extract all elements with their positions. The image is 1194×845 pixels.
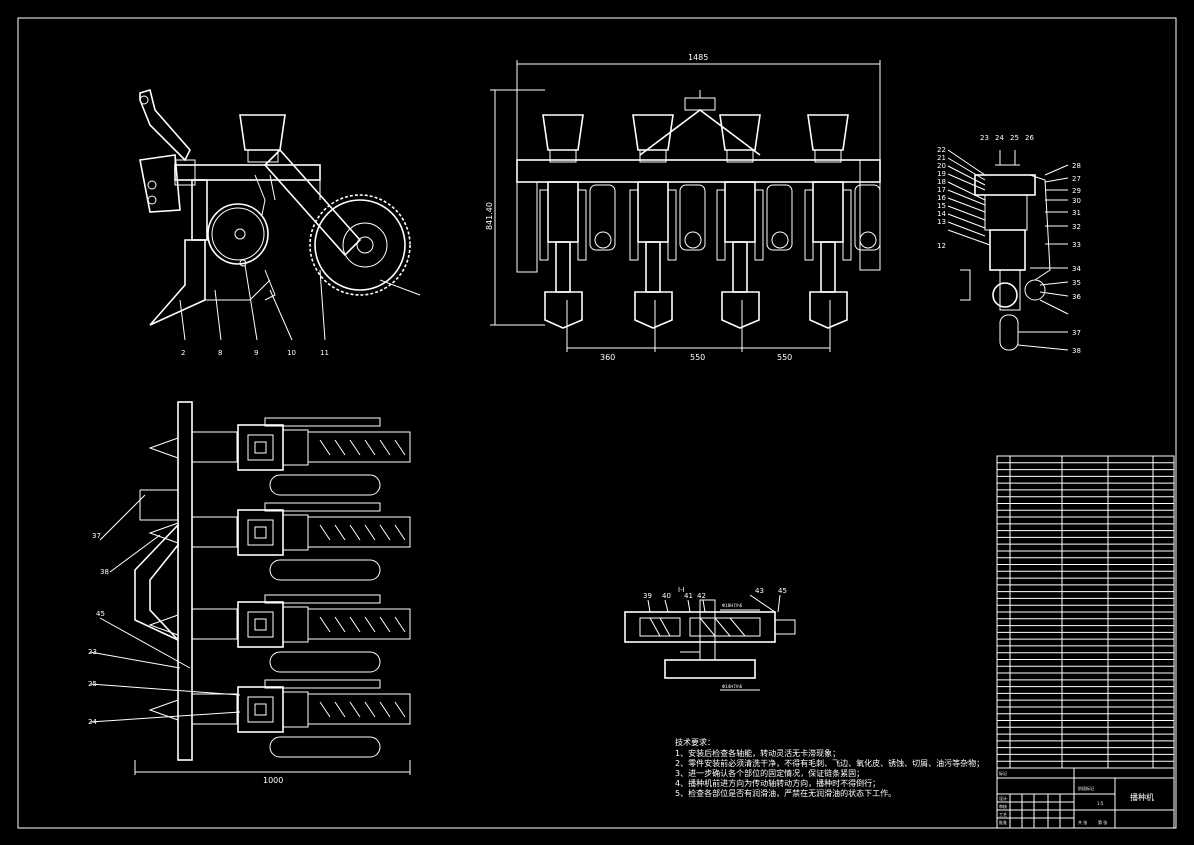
rv-callout-32a: 32 — [1072, 223, 1081, 231]
rv-callout-top-24: 24 — [995, 134, 1004, 142]
rv-callout-22: 22 — [937, 146, 946, 154]
side-view — [139, 88, 421, 341]
tb-label-pizhun: 批准 — [999, 819, 1007, 825]
rv-callout-36: 36 — [1072, 293, 1081, 301]
rv-callout-30: 30 — [1072, 197, 1081, 205]
tb-drawing-name: 播种机 — [1130, 792, 1154, 802]
rv-callout-top-23: 23 — [980, 134, 989, 142]
rv-callout-35: 35 — [1072, 279, 1081, 287]
tech-note-5: 5、检查各部位是否有润滑油，严禁在无润滑油的状态下工作。 — [675, 788, 896, 798]
dim-front-height: 841.40 — [485, 202, 494, 230]
side-callout-2: 2 — [181, 349, 185, 357]
tech-note-3: 3、进一步确认各个部位的固定情况，保证链条紧固； — [675, 768, 864, 778]
front-view — [490, 60, 881, 352]
rv-callout-20: 20 — [937, 162, 946, 170]
parts-list — [996, 455, 1175, 769]
rv-callout-37: 37 — [1072, 329, 1081, 337]
dim-spacing-2: 550 — [690, 353, 705, 362]
rv-callout-17: 17 — [937, 186, 946, 194]
detail-callout-41: 41 — [684, 592, 693, 600]
rv-callout-15: 15 — [937, 202, 946, 210]
rv-callout-29: 29 — [1072, 187, 1081, 195]
tb-scale: 1:5 — [1097, 801, 1104, 806]
tb-label-shenhe: 审核 — [999, 803, 1007, 809]
tb-label-biaoji: 标记 — [999, 770, 1007, 776]
dim-top-length: 1000 — [263, 776, 283, 785]
side-callout-11: 11 — [320, 349, 329, 357]
rv-callout-19: 19 — [937, 170, 946, 178]
top-callout-23: 23 — [88, 648, 97, 656]
tb-label-sheji: 设计 — [999, 795, 1007, 801]
rv-callout-38: 38 — [1072, 347, 1081, 355]
sheet-border — [17, 17, 1177, 829]
top-callout-45: 45 — [96, 610, 105, 618]
side-callout-9: 9 — [254, 349, 258, 357]
side-callout-8: 8 — [218, 349, 222, 357]
rv-callout-top-25: 25 — [1010, 134, 1019, 142]
rv-callout-27: 27 — [1072, 175, 1081, 183]
rv-callout-33: 33 — [1072, 241, 1081, 249]
rv-callout-31: 31 — [1072, 209, 1081, 217]
tech-note-1: 1、安装后检查各轴能，转动灵活无卡滞现象； — [675, 748, 840, 758]
detail-callout-45: 45 — [778, 587, 787, 595]
tech-note-2: 2、零件安装前必须清洗干净，不得有毛刺、飞边、氧化皮、锈蚀、切屑、油污等杂物； — [675, 758, 984, 768]
rv-callout-13: 13 — [937, 218, 946, 226]
rv-callout-21: 21 — [937, 154, 946, 162]
top-callout-25: 25 — [88, 680, 97, 688]
section-label: I-I — [678, 586, 685, 594]
tb-label-gong: 共 张 — [1078, 819, 1087, 825]
detail-dim-1: Φ18H7/h6 — [722, 603, 743, 608]
rv-callout-16: 16 — [937, 194, 946, 202]
title-block — [996, 767, 1175, 829]
detail-dim-2: Φ14H7/h6 — [722, 684, 743, 689]
section-detail — [624, 594, 796, 691]
tech-note-4: 4、播种机前进方向为传动轴转动方向，播种时不得倒行； — [675, 778, 880, 788]
rv-callout-14: 14 — [937, 210, 946, 218]
top-callout-37: 37 — [92, 532, 101, 540]
top-callout-38: 38 — [100, 568, 109, 576]
top-callout-24: 24 — [88, 718, 97, 726]
dim-spacing-1: 360 — [600, 353, 615, 362]
rv-callout-top-26: 26 — [1025, 134, 1034, 142]
rv-callout-18: 18 — [937, 178, 946, 186]
tb-label-gongyi: 工艺 — [999, 812, 1007, 817]
top-view — [89, 401, 411, 775]
side-callout-10: 10 — [287, 349, 296, 357]
rv-callout-12: 12 — [937, 242, 946, 250]
detail-callout-39: 39 — [643, 592, 652, 600]
dim-spacing-3: 550 — [777, 353, 792, 362]
tb-label-jieduan: 阶段标记 — [1078, 785, 1094, 791]
detail-callout-43: 43 — [755, 587, 764, 595]
tech-notes-heading: 技术要求： — [675, 737, 715, 747]
rv-callout-28: 28 — [1072, 162, 1081, 170]
detail-callout-42: 42 — [697, 592, 706, 600]
detail-callout-40: 40 — [662, 592, 671, 600]
rv-callout-34: 34 — [1072, 265, 1081, 273]
tb-label-di: 第 张 — [1098, 819, 1107, 825]
dim-front-width: 1485 — [688, 53, 708, 62]
right-detail-view — [947, 149, 1069, 351]
